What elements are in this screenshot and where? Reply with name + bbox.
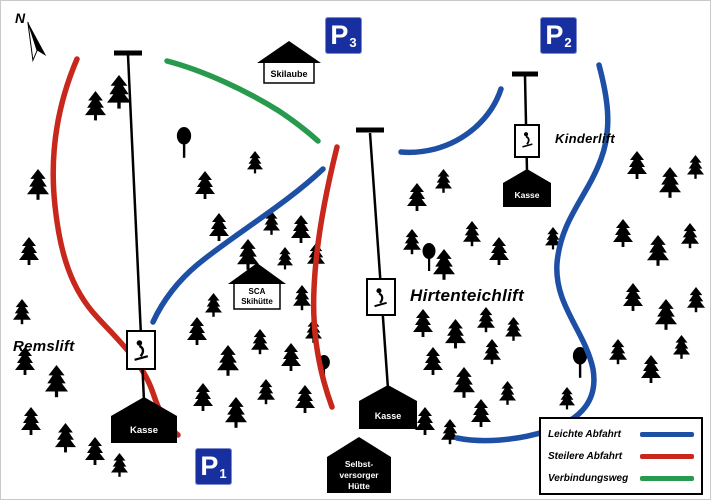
trail-connector-green bbox=[164, 58, 321, 144]
lift-symbols bbox=[126, 124, 540, 370]
building-skilaube: Skilaube bbox=[257, 41, 321, 84]
parking-sign-p3: P 3 bbox=[325, 17, 362, 54]
building-kasse-remslift-label: Kasse bbox=[130, 425, 158, 436]
building-skilaube-label: Skilaube bbox=[270, 69, 307, 79]
lift-label-remslift: Remslift bbox=[13, 338, 75, 355]
building-selbstversorger-line1: Selbst- bbox=[345, 459, 374, 469]
parking-p2-letter: P bbox=[545, 20, 564, 50]
parking-p3-number: 3 bbox=[349, 35, 357, 50]
compass: N bbox=[15, 10, 47, 63]
building-kasse-kinderlift-label: Kasse bbox=[514, 190, 539, 200]
building-sca-huette: SCA Skihütte bbox=[228, 263, 286, 310]
building-selbstversorger-line3: Hütte bbox=[348, 481, 370, 491]
remslift-symbol-box bbox=[126, 330, 156, 370]
trails bbox=[50, 56, 611, 444]
kinderlift-symbol-box bbox=[514, 124, 540, 158]
parking-p2-number: 2 bbox=[564, 35, 572, 50]
building-kasse-hirtenteichlift-label: Kasse bbox=[375, 411, 402, 421]
building-kasse-hirtenteichlift: Kasse bbox=[359, 385, 417, 429]
parking-p1-number: 1 bbox=[219, 466, 227, 481]
building-sca-line1: SCA bbox=[249, 287, 266, 296]
building-kasse-remslift: Kasse bbox=[111, 397, 177, 443]
legend-label-easy: Leichte Abfahrt bbox=[548, 428, 621, 440]
trail-easy-cross bbox=[150, 166, 326, 325]
parking-p3-letter: P bbox=[330, 20, 349, 50]
legend-swatch-easy bbox=[640, 431, 694, 437]
building-kasse-kinderlift: Kasse bbox=[503, 169, 551, 207]
legend-row-steep: Steilere Abfahrt bbox=[548, 451, 694, 462]
buildings: Skilaube SCA Skihütte Kasse Kasse bbox=[111, 41, 551, 493]
legend-label-connector: Verbindungsweg bbox=[548, 472, 629, 484]
hirtenteichlift-cable bbox=[368, 132, 390, 390]
legend-row-easy: Leichte Abfahrt bbox=[548, 429, 694, 440]
trail-easy-kinderlift bbox=[398, 86, 504, 156]
legend-label-steep: Steilere Abfahrt bbox=[548, 450, 623, 462]
building-selbstversorger-huette: Selbst- versorger Hütte bbox=[327, 437, 391, 493]
building-selbstversorger-line2: versorger bbox=[339, 470, 379, 480]
compass-label: N bbox=[15, 10, 26, 26]
legend-swatch-steep bbox=[640, 453, 694, 459]
parking-sign-p2: P 2 bbox=[540, 17, 577, 54]
legend-row-connector: Verbindungsweg bbox=[548, 473, 694, 484]
legend-swatch-connector bbox=[640, 475, 694, 481]
lift-label-kinderlift: Kinderlift bbox=[555, 131, 616, 146]
trail-steep-hirtenteichlift bbox=[310, 144, 340, 410]
lift-label-hirtenteichlift: Hirtenteichlift bbox=[410, 286, 525, 305]
building-sca-line2: Skihütte bbox=[241, 297, 273, 306]
parking-sign-p1: P 1 bbox=[195, 448, 232, 485]
trail-steep-remslift bbox=[50, 56, 181, 438]
parking-p1-letter: P bbox=[200, 451, 219, 481]
legend: Leichte Abfahrt Steilere Abfahrt Verbind… bbox=[539, 417, 703, 495]
